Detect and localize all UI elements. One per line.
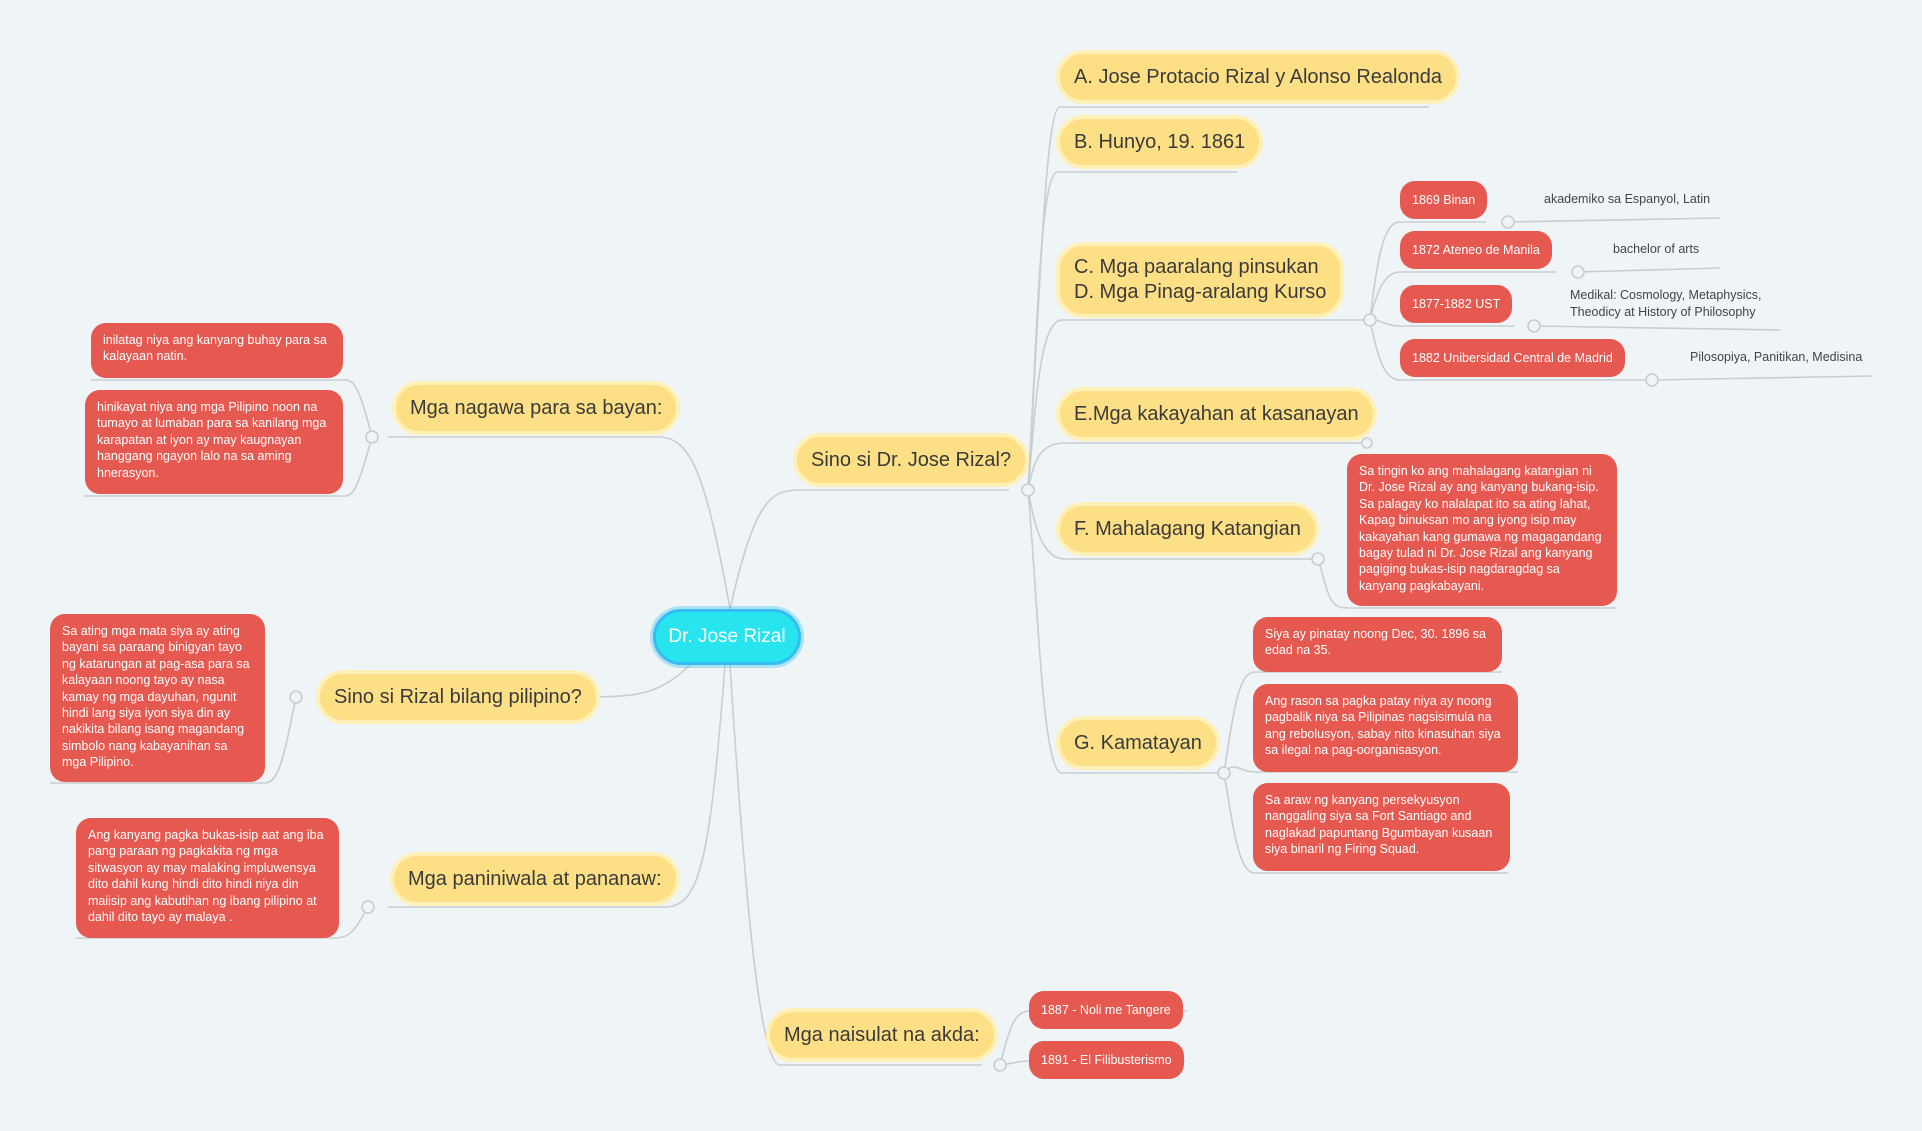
topic-beliefs[interactable]: Mga paniniwala at pananaw: [390, 852, 680, 906]
topic-death[interactable]: G. Kamatayan [1056, 716, 1220, 770]
collapse-handle [1527, 319, 1541, 333]
work-item[interactable]: 1891 - El Filibusterismo [1029, 1041, 1184, 1079]
collapse-handle [1311, 552, 1325, 566]
collapse-handle [1217, 766, 1231, 780]
central-topic[interactable]: Dr. Jose Rizal [653, 609, 801, 665]
collapse-handle [361, 900, 375, 914]
school-item[interactable]: 1869 Binan [1400, 181, 1488, 219]
collapse-handle [1645, 373, 1659, 387]
topic-traits[interactable]: F. Mahalagang Katangian [1056, 502, 1319, 556]
collapse-handle [1361, 437, 1373, 449]
topic-written-works[interactable]: Mga naisulat na akda: [766, 1008, 998, 1062]
school-item[interactable]: 1877-1882 UST [1400, 285, 1513, 323]
work-item[interactable]: 1887 - Noli me Tangere [1029, 991, 1183, 1029]
collapse-handle [365, 430, 379, 444]
deeds-detail[interactable]: inilatag niya ang kanyang buhay para sa … [91, 323, 343, 378]
topic-full-name[interactable]: A. Jose Protacio Rizal y Alonso Realonda [1056, 50, 1460, 104]
death-detail[interactable]: Sa araw ng kanyang persekyusyon nanggali… [1253, 783, 1510, 871]
collapse-handle [993, 1058, 1007, 1072]
school-item[interactable]: 1872 Ateneo de Manila [1400, 231, 1552, 269]
collapse-handle [289, 690, 303, 704]
school-course-note[interactable]: Pilosopiya, Panitikan, Medisina [1690, 350, 1863, 364]
filipino-detail[interactable]: Sa ating mga mata siya ay ating bayani s… [50, 614, 265, 782]
topic-who-is-rizal[interactable]: Sino si Dr. Jose Rizal? [793, 433, 1030, 487]
school-course-note[interactable]: bachelor of arts [1613, 242, 1700, 256]
topic-birth[interactable]: B. Hunyo, 19. 1861 [1056, 115, 1264, 169]
collapse-handle [1501, 215, 1515, 229]
death-detail[interactable]: Ang rason sa pagka patay niya ay noong p… [1253, 684, 1518, 772]
school-course-note[interactable]: akademiko sa Espanyol, Latin [1544, 192, 1711, 206]
topic-rizal-as-filipino[interactable]: Sino si Rizal bilang pilipino? [316, 670, 600, 724]
topic-deeds[interactable]: Mga nagawa para sa bayan: [392, 381, 681, 435]
beliefs-detail[interactable]: Ang kanyang pagka bukas-isip aat ang iba… [76, 818, 339, 938]
school-course-note[interactable]: Medikal: Cosmology, Metaphysics, Theodic… [1570, 288, 1762, 319]
topic-skills[interactable]: E.Mga kakayahan at kasanayan [1056, 387, 1377, 441]
collapse-handle [1363, 313, 1377, 327]
collapse-handle [1021, 483, 1035, 497]
collapse-handle [1571, 265, 1585, 279]
school-item[interactable]: 1882 Unibersidad Central de Madrid [1400, 339, 1625, 377]
death-detail[interactable]: Siya ay pinatay noong Dec, 30. 1896 sa e… [1253, 617, 1502, 672]
deeds-detail[interactable]: hinikayat niya ang mga Pilipino noon na … [85, 390, 343, 494]
traits-detail[interactable]: Sa tingin ko ang mahalagang katangian ni… [1347, 454, 1617, 606]
topic-schools-courses[interactable]: C. Mga paaralang pinsukan D. Mga Pinag-a… [1056, 242, 1345, 318]
